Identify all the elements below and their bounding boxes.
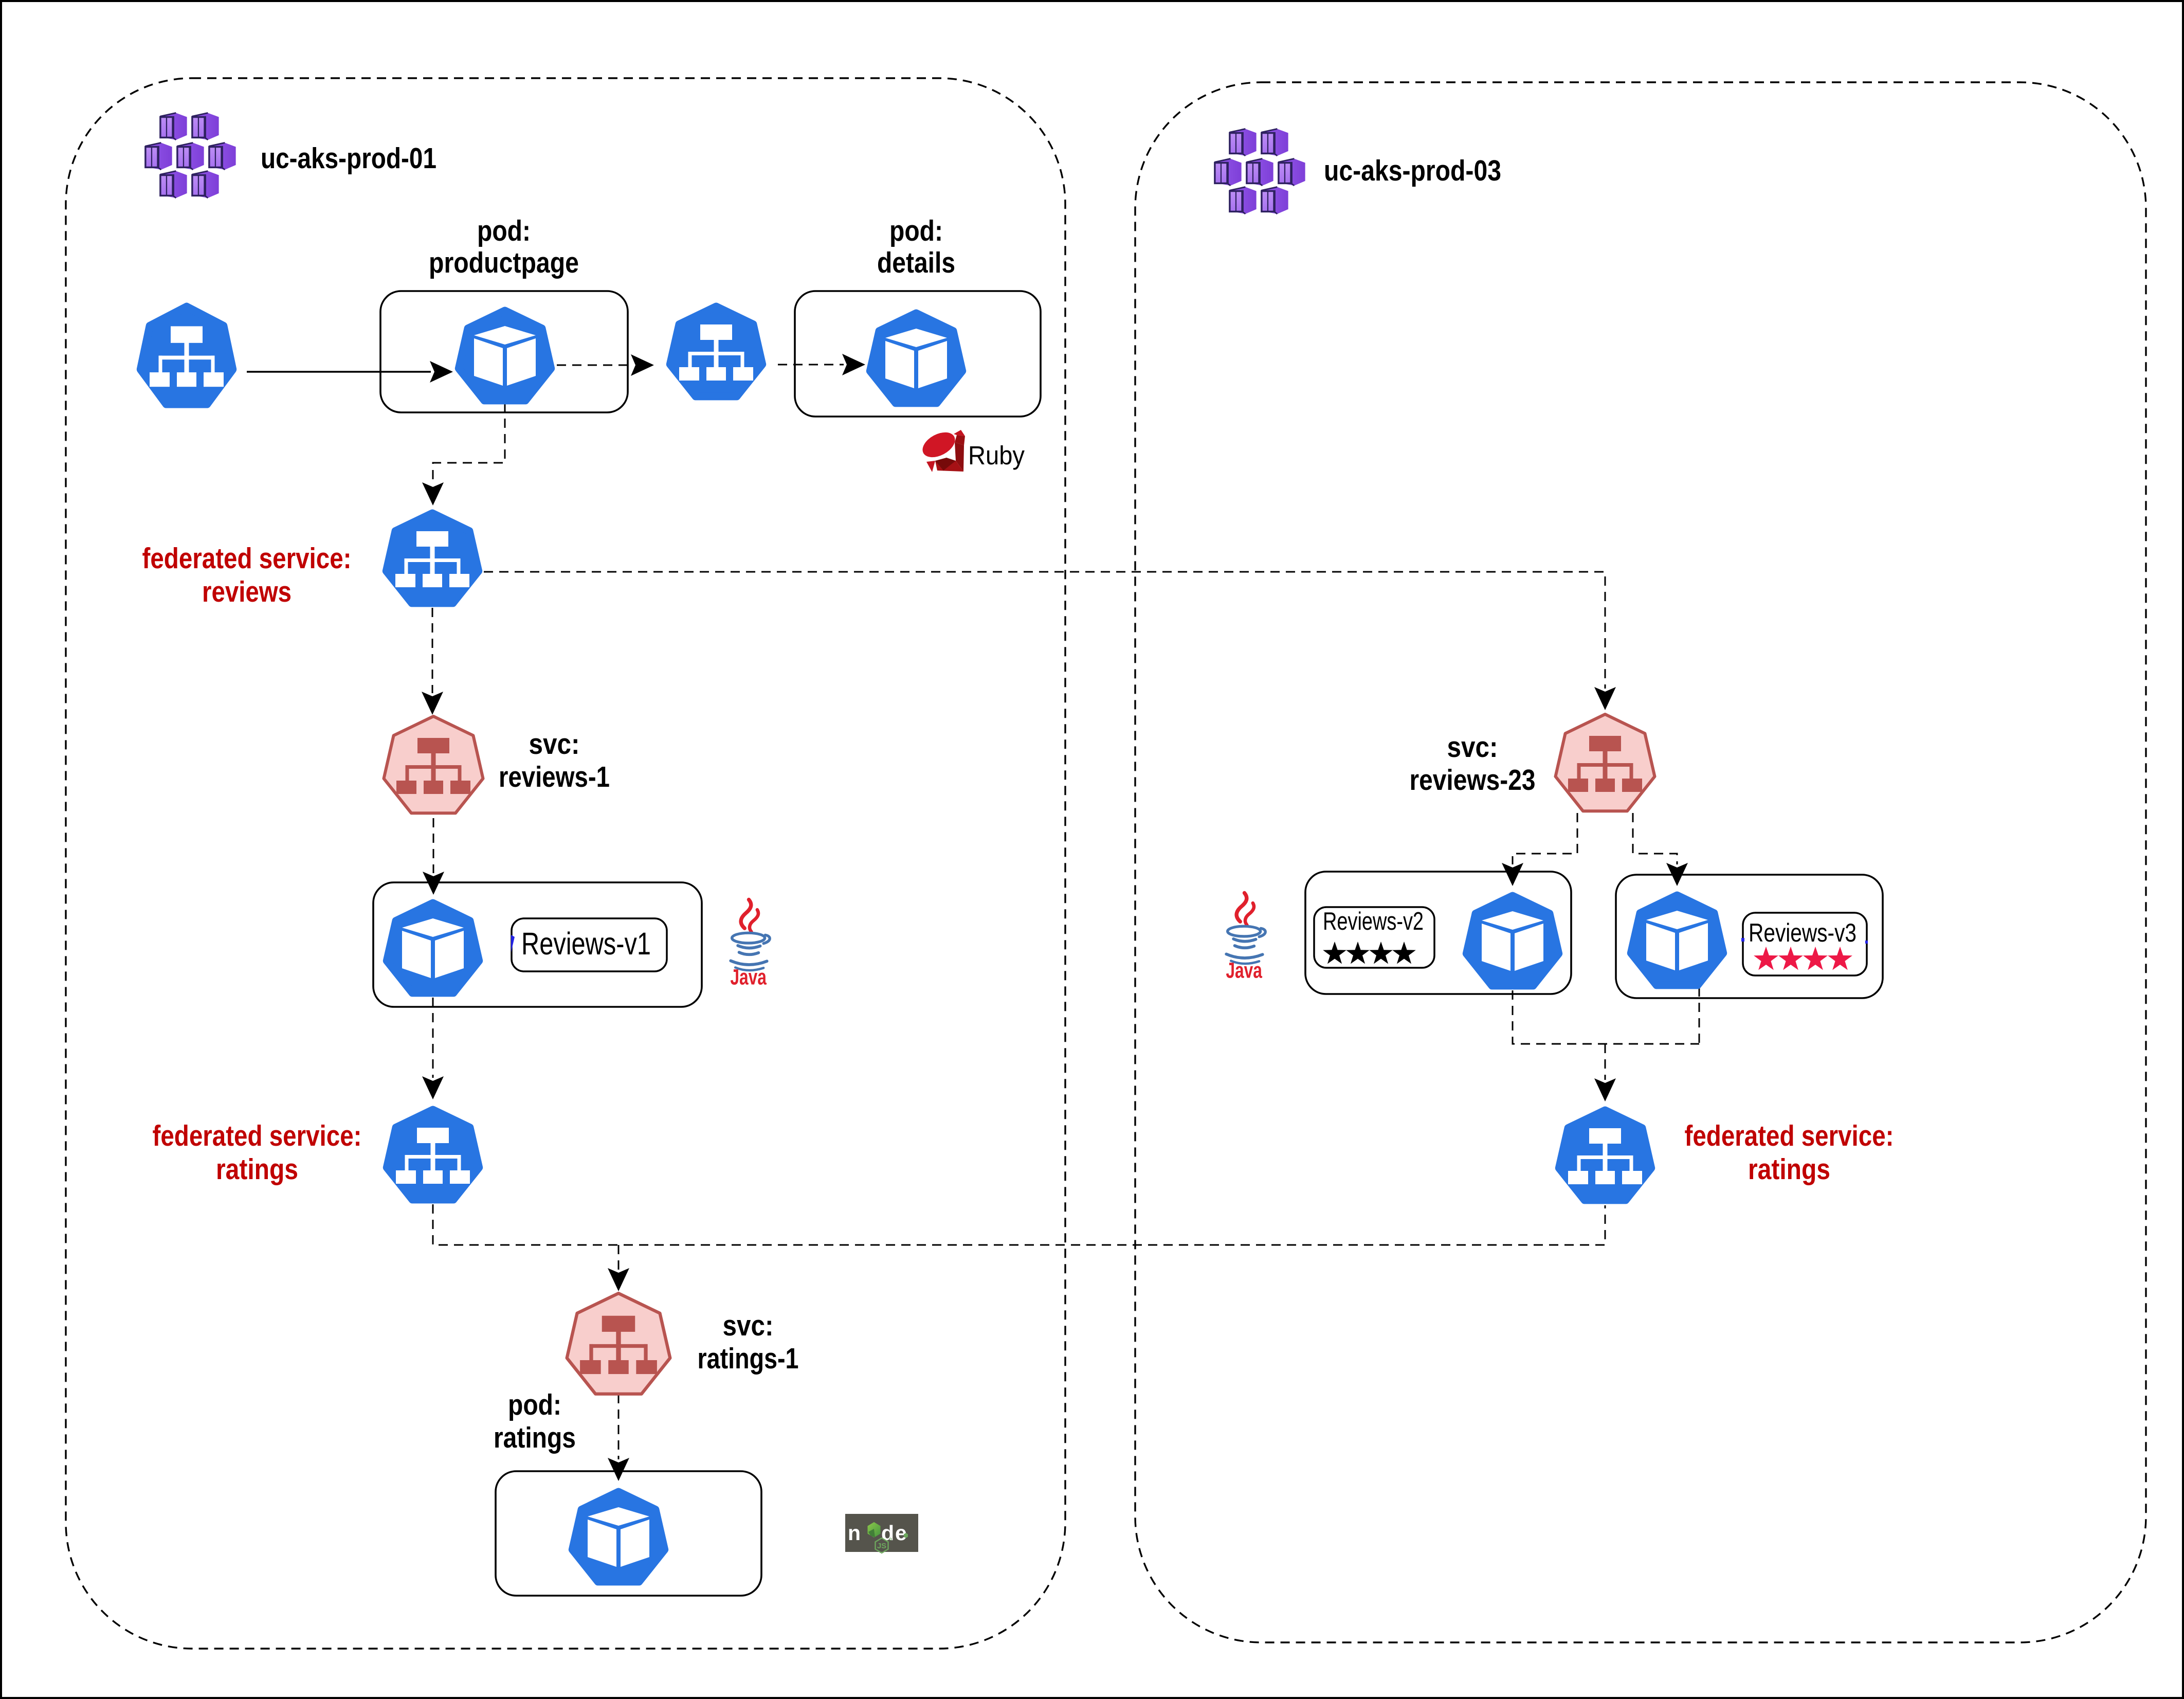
svg-text:ratings-1: ratings-1	[698, 1342, 799, 1375]
svg-text:Reviews-v2: Reviews-v2	[1323, 908, 1424, 935]
svg-text:svc:: svc:	[723, 1309, 774, 1342]
svg-text:uc-aks-prod-01: uc-aks-prod-01	[261, 142, 436, 175]
svg-text:ratings: ratings	[494, 1421, 576, 1454]
svg-text:reviews-23: reviews-23	[1410, 764, 1536, 797]
svg-text:svc:: svc:	[529, 728, 580, 761]
svg-text:reviews: reviews	[202, 575, 292, 608]
svg-text:Reviews-v1: Reviews-v1	[521, 926, 651, 961]
svg-text:svc:: svc:	[1447, 731, 1498, 764]
svg-text:federated service:: federated service:	[1685, 1119, 1894, 1152]
svg-text:Reviews-v3: Reviews-v3	[1749, 918, 1857, 947]
svg-text:reviews-1: reviews-1	[499, 761, 610, 793]
svg-text:productpage: productpage	[429, 246, 579, 279]
svg-text:details: details	[877, 246, 955, 279]
svg-text:pod:: pod:	[508, 1388, 561, 1421]
svg-text:pod:: pod:	[477, 214, 531, 247]
svg-text:federated service:: federated service:	[153, 1119, 362, 1152]
svg-text:ratings: ratings	[216, 1153, 298, 1186]
svg-text:Ruby: Ruby	[968, 441, 1025, 470]
svg-text:ratings: ratings	[1748, 1153, 1830, 1186]
svg-text:uc-aks-prod-03: uc-aks-prod-03	[1324, 154, 1501, 187]
svg-text:pod:: pod:	[889, 214, 943, 247]
svg-text:federated service:: federated service:	[142, 542, 352, 575]
